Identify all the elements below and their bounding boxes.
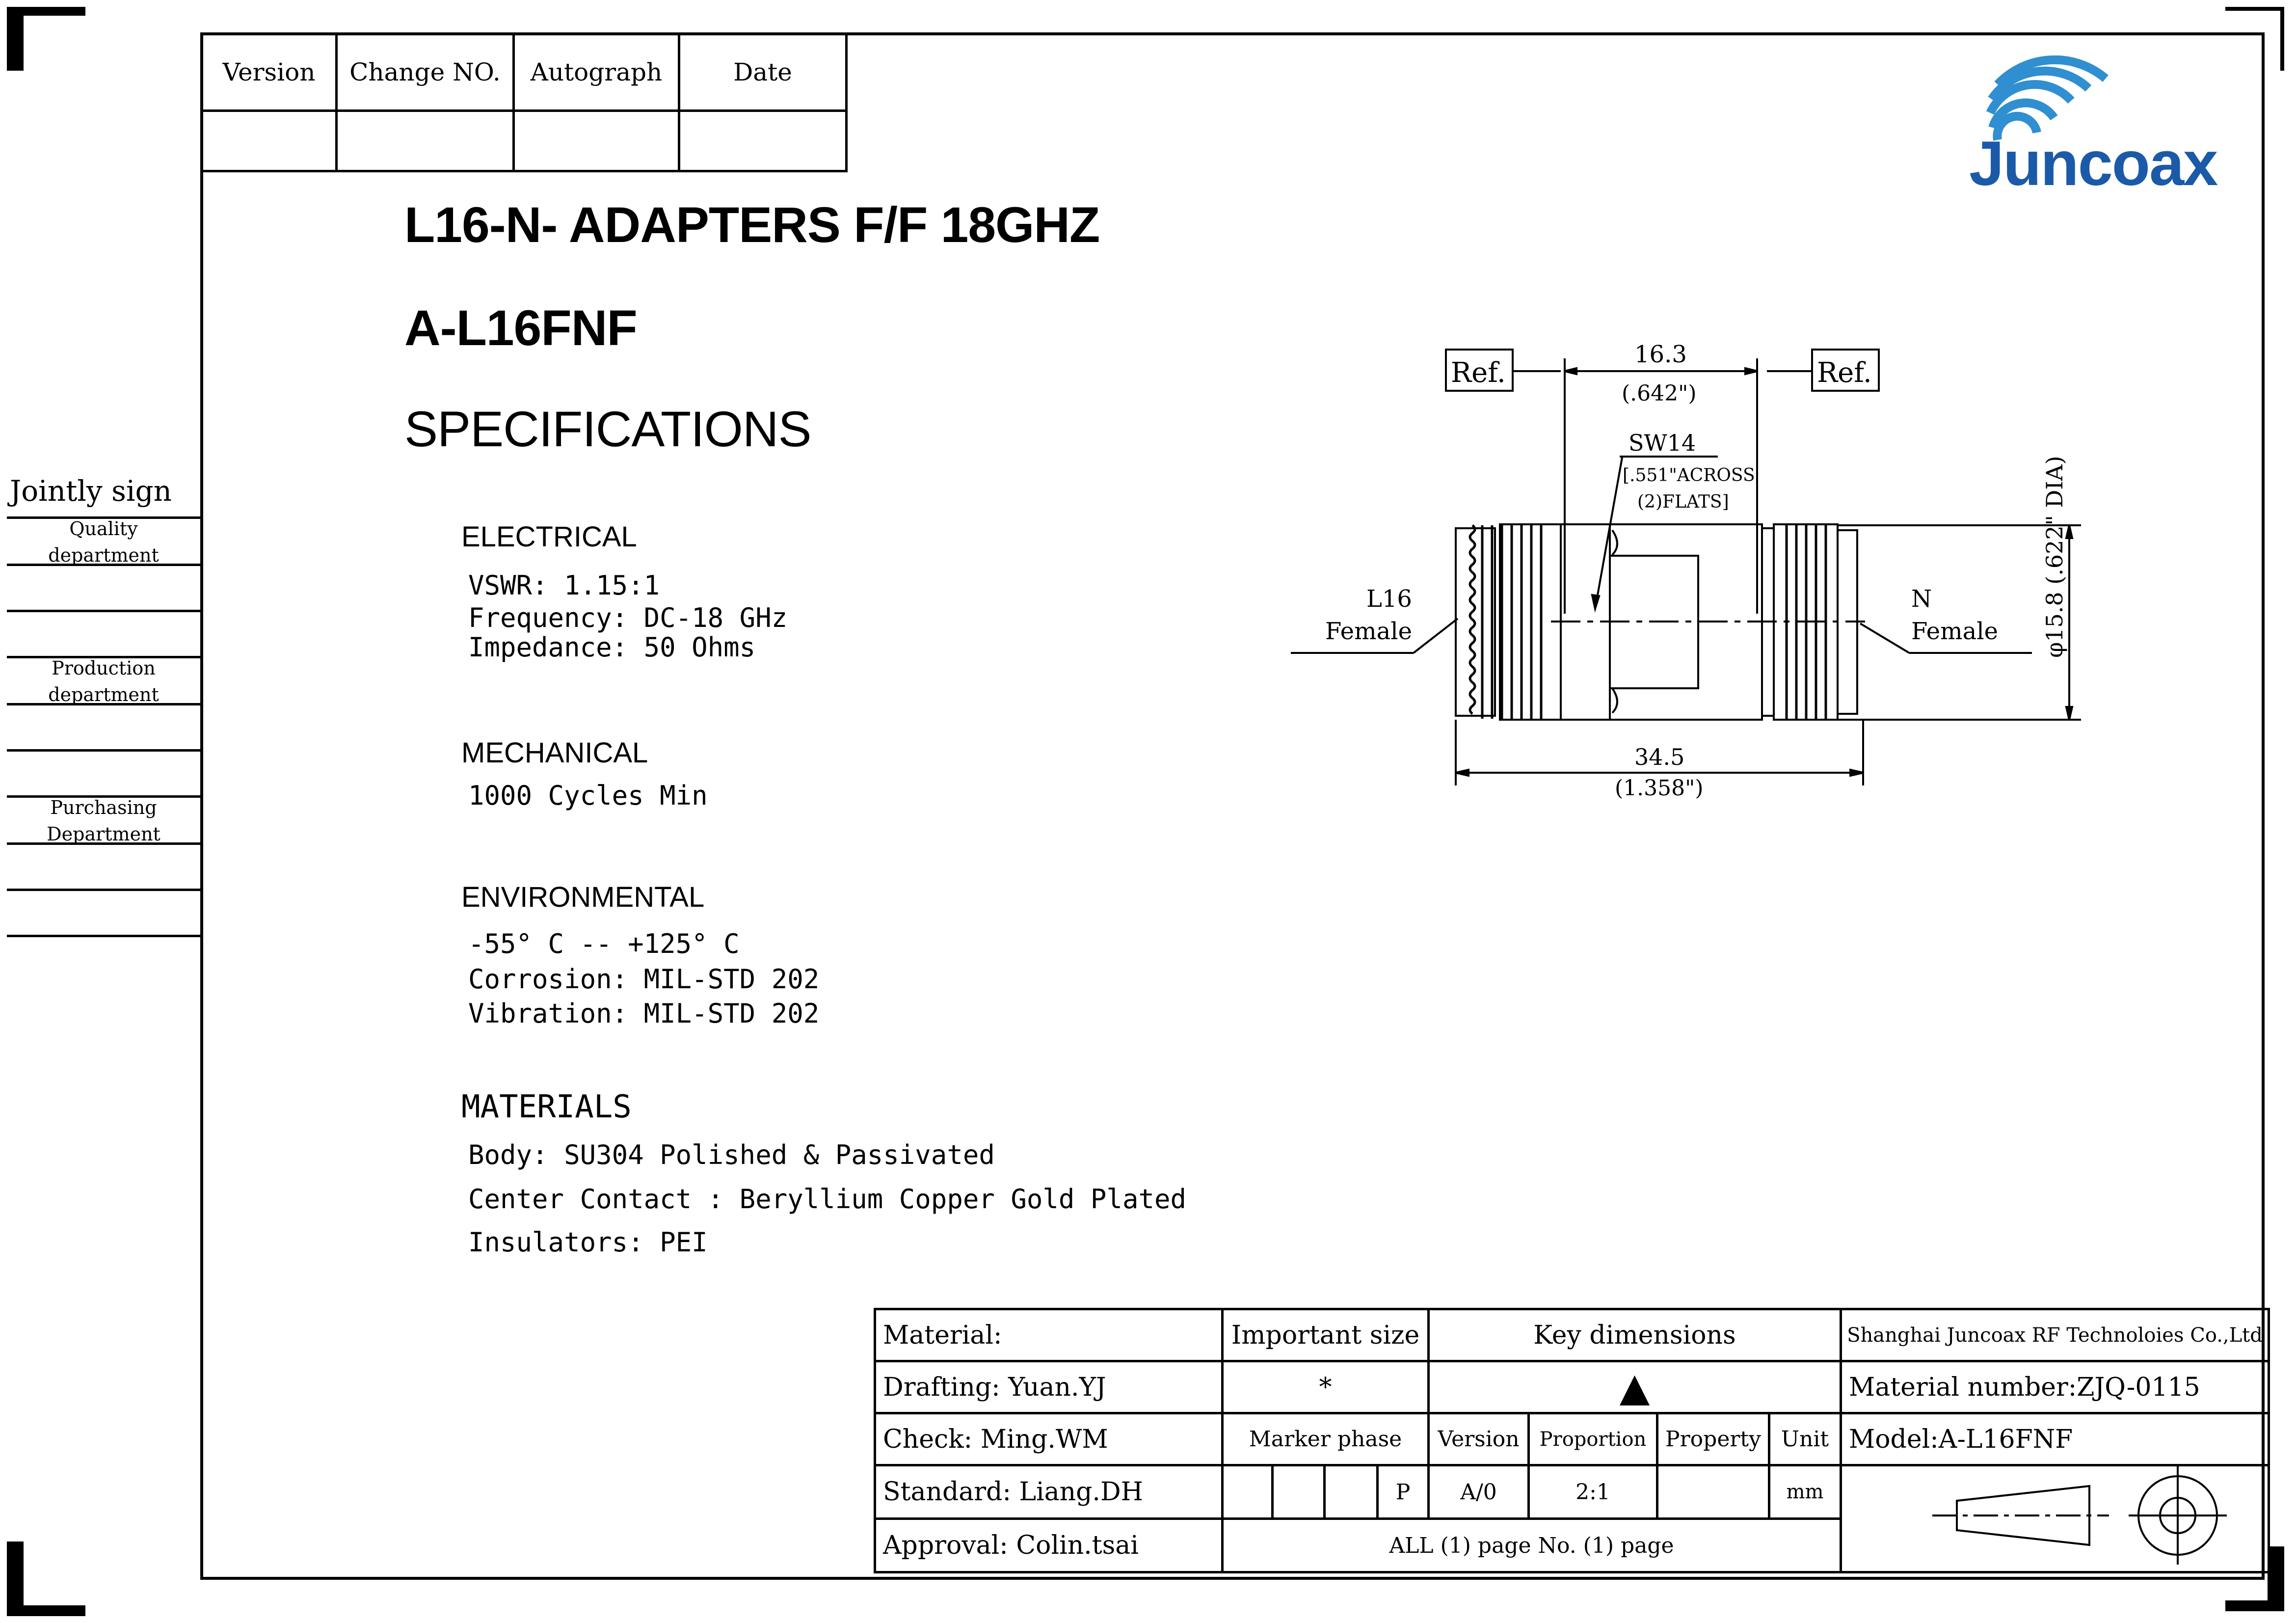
ref-right-label: Ref. <box>1817 357 1872 389</box>
rev-header-version: Version <box>200 32 338 112</box>
dim-top-mm: 16.3 <box>1634 341 1687 368</box>
specifications-heading: SPECIFICATIONS <box>404 401 812 457</box>
spec-line: -55° C -- +125° C <box>468 928 740 959</box>
wrench-note-2: (2)FLATS] <box>1637 492 1729 512</box>
important-size-cell: Important size <box>1221 1308 1430 1362</box>
dim-top-in: (.642") <box>1622 381 1697 406</box>
sign-line <box>7 749 200 752</box>
spec-line: 1000 Cycles Min <box>468 780 708 811</box>
projection-symbol-cell <box>1840 1464 2270 1573</box>
corner-mark-tl <box>7 7 24 71</box>
key-dimensions-cell: Key dimensions <box>1427 1308 1842 1362</box>
sign-line <box>7 889 200 891</box>
signal-waves-icon <box>1986 55 2109 141</box>
marker-p-cell: P <box>1376 1464 1430 1520</box>
spec-line: Insulators: PEI <box>468 1227 708 1258</box>
approval-cell: Approval: Colin.tsai <box>874 1517 1224 1573</box>
material-number-cell: Material number:ZJQ-0115 <box>1840 1360 2270 1414</box>
rev-cell <box>335 109 515 172</box>
right-connector-label-1: N <box>1911 585 1932 613</box>
dept-quality-1: Quality <box>69 518 138 540</box>
dept-purchasing-2: Department <box>47 823 160 845</box>
dept-production-2: department <box>48 684 159 705</box>
drawing-frame <box>200 32 2265 1580</box>
marker-cell <box>1221 1464 1274 1520</box>
projection-symbol-icon <box>1932 1467 2227 1565</box>
spec-line: Center Contact : Beryllium Copper Gold P… <box>468 1184 1186 1215</box>
environmental-heading: ENVIRONMENTAL <box>461 881 705 913</box>
sign-line <box>7 703 200 705</box>
company-cell: Shanghai Juncoax RF Technoloies Co.,Ltd <box>1840 1308 2270 1362</box>
dept-quality-2: department <box>48 544 159 566</box>
pages-cell: ALL (1) page No. (1) page <box>1221 1517 1842 1573</box>
left-connector-label-2: Female <box>1325 618 1412 645</box>
spec-line: VSWR: 1.15:1 <box>468 570 660 601</box>
spec-line: Body: SU304 Polished & Passivated <box>468 1139 995 1170</box>
dim-bottom-in: (1.358") <box>1615 776 1704 801</box>
unit-header-cell: Unit <box>1768 1412 1842 1466</box>
corner-mark-tl <box>7 7 85 16</box>
wrench-size: SW14 <box>1629 430 1696 456</box>
unit-value-cell: mm <box>1768 1464 1842 1520</box>
corner-mark-br <box>2268 1546 2284 1611</box>
sign-line <box>7 516 200 519</box>
rev-header-change-no: Change NO. <box>335 32 515 112</box>
right-connector-label-2: Female <box>1911 618 1998 645</box>
important-size-symbol: * <box>1221 1360 1430 1414</box>
property-header-cell: Property <box>1656 1412 1770 1466</box>
drafting-cell: Drafting: Yuan.YJ <box>874 1360 1224 1414</box>
corner-mark-tr <box>2280 7 2284 71</box>
title-block: Material: Important size Key dimensions … <box>874 1308 2270 1573</box>
sign-line <box>7 564 200 566</box>
sign-line <box>7 935 200 937</box>
material-cell: Material: <box>874 1308 1224 1362</box>
company-logo: Juncoax <box>1963 54 2238 201</box>
rev-header-date: Date <box>678 32 848 112</box>
spec-line: Impedance: 50 Ohms <box>468 632 756 663</box>
corner-mark-tr <box>2225 7 2284 11</box>
diameter-label: φ15.8 (.622" DIA) <box>2041 456 2068 658</box>
dept-production-1: Production <box>52 657 156 679</box>
spec-line: Frequency: DC-18 GHz <box>468 602 788 633</box>
check-cell: Check: Ming.WM <box>874 1412 1224 1466</box>
jointly-sign-title: Jointly sign <box>10 474 172 508</box>
version-value-cell: A/0 <box>1427 1464 1530 1520</box>
model-cell: Model:A-L16FNF <box>1840 1412 2270 1466</box>
property-value-cell <box>1656 1464 1770 1520</box>
model-title: A-L16FNF <box>404 300 638 356</box>
mechanical-heading: MECHANICAL <box>461 737 648 769</box>
sign-line <box>7 656 200 658</box>
materials-heading: MATERIALS <box>461 1089 632 1125</box>
key-dimension-triangle-icon: ▲ <box>1427 1360 1842 1414</box>
sign-line <box>7 795 200 798</box>
left-connector-label-1: L16 <box>1366 585 1412 613</box>
proportion-header-cell: Proportion <box>1527 1412 1658 1466</box>
marker-cell <box>1271 1464 1326 1520</box>
standard-cell: Standard: Liang.DH <box>874 1464 1224 1520</box>
rev-cell <box>512 109 680 172</box>
wrench-note-1: [.551"ACROSS <box>1623 465 1755 486</box>
version-header-cell: Version <box>1427 1412 1530 1466</box>
rev-header-autograph: Autograph <box>512 32 680 112</box>
product-title: L16-N- ADAPTERS F/F 18GHZ <box>404 197 1100 253</box>
revision-table: Version Change NO. Autograph Date <box>200 32 848 172</box>
proportion-value-cell: 2:1 <box>1527 1464 1658 1520</box>
corner-mark-bl <box>7 1542 24 1616</box>
dept-purchasing-1: Purchasing <box>50 797 157 818</box>
dim-bottom-mm: 34.5 <box>1634 744 1684 770</box>
logo-text: Juncoax <box>1969 129 2218 199</box>
marker-cell <box>1323 1464 1379 1520</box>
adapter-drawing: Ref. Ref. 16.3 (.642") SW14 [.551"ACROSS… <box>1291 341 2081 801</box>
spec-line: Vibration: MIL-STD 202 <box>468 998 820 1029</box>
sign-line <box>7 842 200 845</box>
spec-line: Corrosion: MIL-STD 202 <box>468 964 820 995</box>
electrical-heading: ELECTRICAL <box>461 521 637 553</box>
rev-cell <box>200 109 338 172</box>
rev-cell <box>678 109 848 172</box>
sign-line <box>7 610 200 612</box>
marker-phase-cell: Marker phase <box>1221 1412 1430 1466</box>
ref-left-label: Ref. <box>1451 357 1506 389</box>
corner-mark-bl <box>7 1605 85 1616</box>
